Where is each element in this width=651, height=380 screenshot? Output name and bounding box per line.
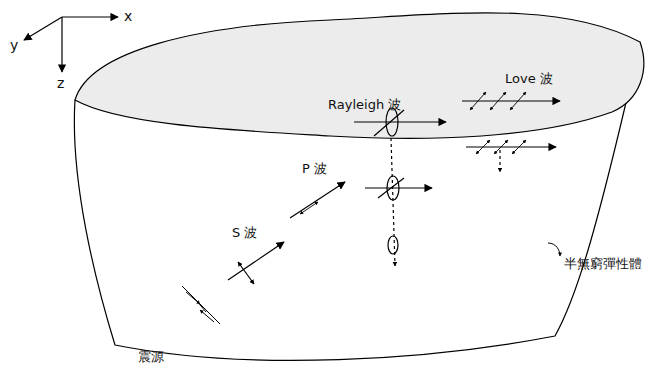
axis-label: x [124, 9, 132, 24]
pointer [548, 243, 560, 256]
wave-label: Rayleigh 波 [328, 98, 401, 112]
source-label: 震源 [138, 350, 164, 364]
fault-source [182, 286, 220, 324]
axes [24, 17, 118, 72]
wave-label: Love 波 [505, 72, 553, 86]
axis-label: y [10, 38, 18, 53]
free-surface [75, 13, 644, 139]
p-wave [290, 182, 345, 218]
body-label: 半無窮彈性體 [564, 257, 642, 271]
rayleigh-wave [354, 108, 446, 266]
s-wave [228, 242, 284, 284]
wave-label: P 波 [302, 162, 327, 176]
axis-label: z [57, 76, 64, 91]
love-wave [462, 92, 560, 172]
wave-label: S 波 [232, 226, 257, 240]
